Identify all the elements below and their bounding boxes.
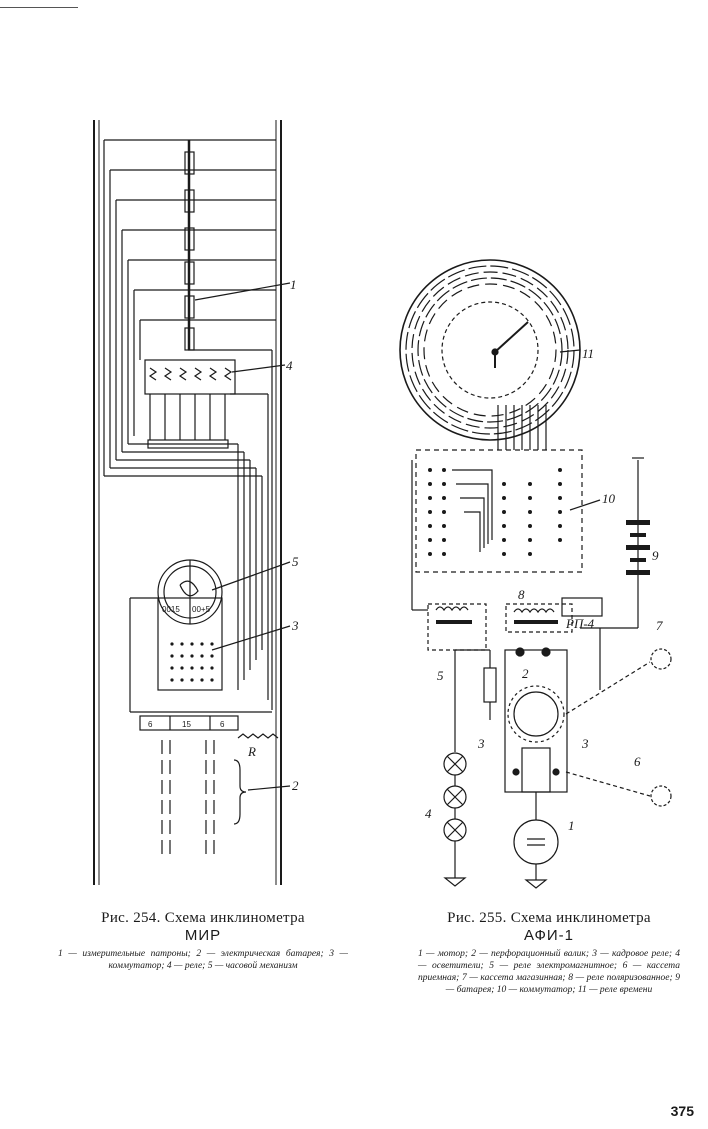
fig254-label-4: 4 [286, 358, 293, 373]
figure-255-caption: Рис. 255. Схема инклинометра АФИ-1 1 — м… [418, 910, 680, 996]
figure-254-title: Рис. 254. Схема инклинометра [101, 910, 305, 926]
fig254-terminal-6a: 6 [148, 720, 153, 729]
fig254-small-00p5: 00+5 [192, 605, 211, 614]
fig254-label-5: 5 [292, 554, 299, 569]
fig254-label-r: R [247, 744, 256, 759]
fig254-label-1: 1 [290, 277, 297, 292]
fig254-label-3: 3 [291, 618, 299, 633]
figure-255-name: АФИ-1 [523, 927, 575, 944]
fig254-small-0015: 0015 [162, 605, 180, 614]
figure-255-title: Рис. 255. Схема инклинометра [447, 910, 651, 926]
figure-254-legend: 1 — измерительные патроны; 2 — электриче… [58, 949, 348, 971]
fig254-terminal-15: 15 [182, 720, 191, 729]
page-number: 375 [670, 1103, 694, 1119]
figure-255-legend: 1 — мотор; 2 — перфорационный валик; 3 —… [418, 949, 680, 995]
fig254-terminal-6b: 6 [220, 720, 225, 729]
figure-254-caption: Рис. 254. Схема инклинометра МИР 1 — изм… [58, 910, 348, 972]
top-rule [0, 7, 78, 8]
figure-254-name: МИР [184, 927, 222, 944]
fig254-label-2: 2 [292, 778, 299, 793]
